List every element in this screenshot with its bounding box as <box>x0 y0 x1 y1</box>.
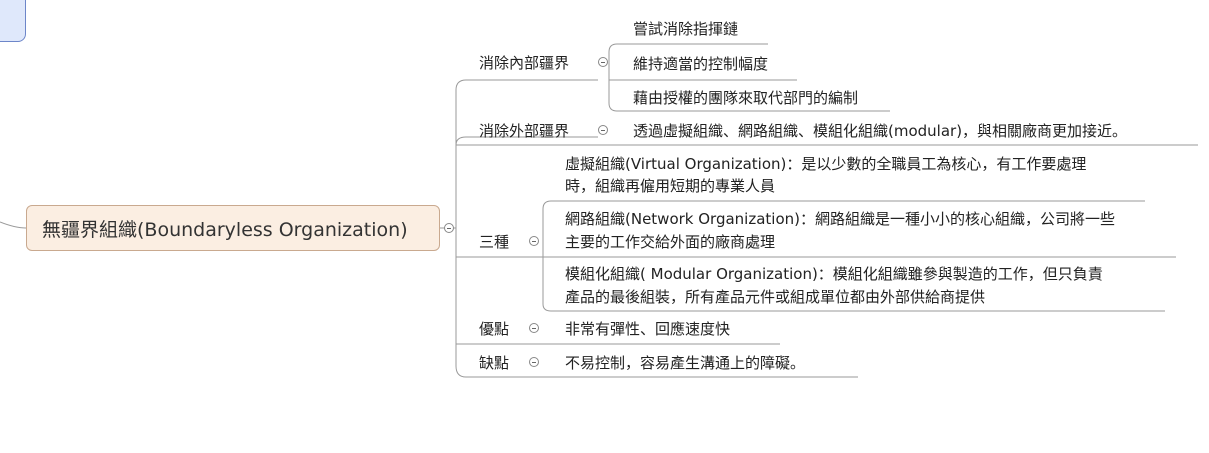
parent-topic-node[interactable] <box>0 0 26 42</box>
topic-cons[interactable]: 缺點 <box>479 354 510 372</box>
collapse-toggle-cons[interactable] <box>529 357 539 367</box>
collapse-toggle-central[interactable] <box>444 223 454 233</box>
subtopic-pros-1[interactable]: 非常有彈性、回應速度快 <box>565 320 731 338</box>
collapse-toggle-internal[interactable] <box>598 57 608 67</box>
subtopic-virtual-org-line2: 時，組織再僱用短期的專業人員 <box>565 177 776 195</box>
subtopic-external-1[interactable]: 透過虛擬組織、網路組織、模組化組織(modular)，與相關廠商更加接近。 <box>633 122 1128 140</box>
topic-pros[interactable]: 優點 <box>479 320 510 338</box>
subtopic-internal-1[interactable]: 嘗試消除指揮鏈 <box>633 20 739 38</box>
collapse-toggle-types[interactable] <box>529 236 539 246</box>
collapse-toggle-pros[interactable] <box>529 323 539 333</box>
topic-internal-boundary[interactable]: 消除內部疆界 <box>479 54 570 72</box>
subtopic-cons-1[interactable]: 不易控制，容易產生溝通上的障礙。 <box>565 354 806 372</box>
topic-three-types[interactable]: 三種 <box>479 233 510 251</box>
subtopic-internal-3[interactable]: 藉由授權的團隊來取代部門的編制 <box>633 89 859 107</box>
subtopic-virtual-org-line1[interactable]: 虛擬組織(Virtual Organization)：是以少數的全職員工為核心，… <box>565 155 1087 173</box>
central-topic[interactable]: 無疆界組織(Boundaryless Organization) <box>26 205 440 251</box>
subtopic-network-org-line2: 主要的工作交給外面的廠商處理 <box>565 233 776 251</box>
subtopic-network-org-line1[interactable]: 網路組織(Network Organization)：網路組織是一種小小的核心組… <box>565 210 1116 228</box>
subtopic-internal-2[interactable]: 維持適當的控制幅度 <box>633 55 769 73</box>
collapse-toggle-external[interactable] <box>598 125 608 135</box>
subtopic-modular-org-line2: 產品的最後組裝，所有產品元件或組成單位都由外部供給商提供 <box>565 288 986 306</box>
topic-external-boundary[interactable]: 消除外部疆界 <box>479 122 570 140</box>
subtopic-modular-org-line1[interactable]: 模組化組織( Modular Organization)：模組化組織雖參與製造的… <box>565 265 1103 283</box>
central-topic-label: 無疆界組織(Boundaryless Organization) <box>42 218 408 241</box>
